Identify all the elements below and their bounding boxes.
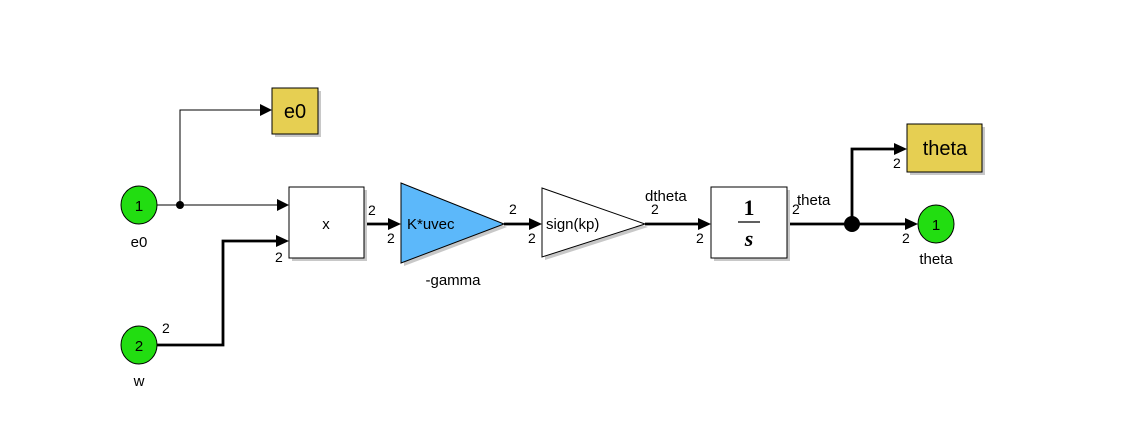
signal-lines [157, 104, 918, 347]
goto-theta-arrow [894, 143, 907, 155]
inport-w-number: 2 [135, 338, 143, 355]
integrator-block[interactable]: 1 s 2 2 theta [696, 186, 831, 261]
w-to-product-line[interactable] [157, 239, 276, 347]
goto-e0-label: e0 [284, 101, 306, 123]
goto-e0-box[interactable] [271, 87, 319, 135]
product-in1-arrow [277, 199, 289, 211]
product-block[interactable]: x 2 2 [275, 186, 376, 265]
inport-e0[interactable]: 1 e0 [120, 185, 158, 251]
gain-block[interactable]: K*uvec -gamma 2 2 [387, 182, 517, 289]
gain-in-dim: 2 [387, 230, 395, 246]
outport-theta[interactable]: 1 theta 2 [902, 204, 955, 268]
goto-theta-box[interactable] [906, 123, 983, 173]
product-out-dim: 2 [368, 202, 376, 218]
w-dim-label: 2 [162, 320, 170, 336]
goto-e0-block[interactable]: e0 [271, 87, 321, 137]
sign-gain-label: sign(kp) [546, 216, 599, 233]
goto-theta-block[interactable]: theta 2 [893, 123, 985, 175]
product-in2-dim: 2 [275, 249, 283, 265]
product-label: x [322, 216, 330, 233]
goto-theta-label: theta [923, 138, 968, 160]
integrator-in-arrow [698, 218, 711, 230]
e0-to-goto-line[interactable] [179, 109, 261, 205]
dtheta-signal-label: dtheta [645, 188, 687, 205]
gain-in-arrow [388, 218, 401, 230]
inport-e0-number: 1 [135, 198, 143, 215]
product-box[interactable] [288, 186, 365, 259]
theta-signal-label: theta [797, 192, 831, 209]
e0-goto-arrow [260, 104, 272, 116]
gain-out-dim: 2 [509, 201, 517, 217]
sign-out-dim: 2 [651, 201, 659, 217]
inport-e0-circle[interactable] [120, 185, 158, 225]
gain-caption: -gamma [425, 272, 481, 289]
integrator-in-dim: 2 [696, 230, 704, 246]
integrator-denominator: s [744, 226, 754, 251]
theta-to-goto-line[interactable] [850, 147, 894, 224]
goto-theta-in-dim: 2 [893, 155, 901, 171]
outport-in-dim: 2 [902, 230, 910, 246]
inport-w-circle[interactable] [120, 325, 158, 365]
inport-e0-label: e0 [131, 234, 148, 251]
outport-in-arrow [905, 218, 918, 230]
sign-gain-triangle[interactable] [541, 187, 647, 258]
sign-in-arrow [529, 218, 542, 230]
outport-theta-label: theta [919, 251, 953, 268]
outport-theta-circle[interactable] [917, 204, 955, 244]
integrator-numerator: 1 [744, 195, 755, 220]
product-in2-arrow [276, 235, 289, 247]
outport-theta-number: 1 [932, 217, 940, 234]
inport-w[interactable]: 2 w 2 [120, 320, 170, 390]
gain-label: K*uvec [407, 216, 455, 233]
gain-triangle[interactable] [400, 182, 506, 264]
sign-in-dim: 2 [528, 230, 536, 246]
inport-w-label: w [133, 373, 145, 390]
sign-gain-block[interactable]: sign(kp) 2 2 dtheta [528, 187, 687, 260]
integrator-out-dim: 2 [792, 201, 800, 217]
